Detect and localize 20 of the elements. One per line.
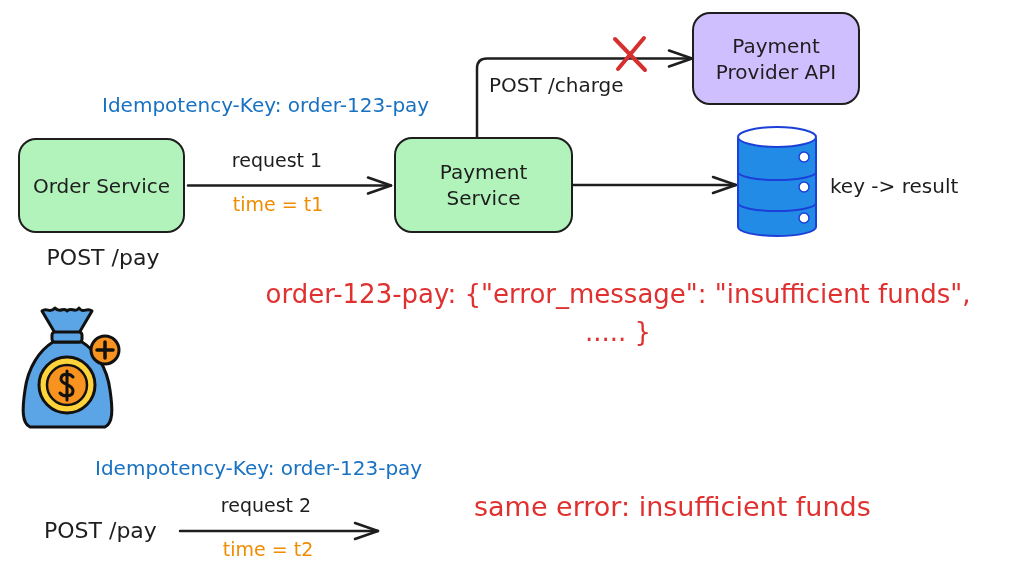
service-box — [18, 138, 185, 233]
arrow — [178, 521, 380, 541]
node-caption: key -> result — [830, 174, 959, 198]
node-caption: POST /pay — [46, 245, 160, 270]
database-cylinder — [736, 124, 818, 238]
error-message: order-123-pay: {"error_message": "insufficient funds", ..... } — [264, 278, 972, 349]
box-label: Order Service — [32, 172, 171, 199]
service-box — [394, 137, 573, 233]
timestamp-label: time = t1 — [232, 192, 324, 217]
header-label: Idempotency-Key: order-123-pay — [102, 92, 430, 119]
arrow — [571, 175, 738, 195]
arrow — [475, 49, 694, 139]
box-label: Payment Provider API — [714, 32, 838, 85]
arrow — [186, 176, 393, 195]
header-label: Idempotency-Key: order-123-pay — [95, 455, 423, 482]
request-text: POST /pay — [44, 515, 156, 547]
error-message: same error: insufficient funds — [474, 490, 871, 524]
api-box — [692, 12, 860, 105]
box-label: Payment Service — [438, 159, 529, 211]
timestamp-label: time = t2 — [222, 537, 314, 562]
